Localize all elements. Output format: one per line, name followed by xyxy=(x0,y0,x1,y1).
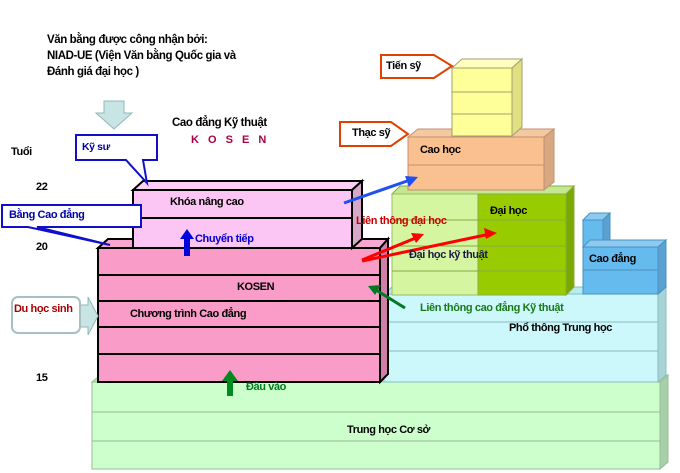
advanced-course-block xyxy=(130,178,365,251)
lower-secondary-label: Trung học Cơ sở xyxy=(347,424,430,436)
college-program-label: Chương trình Cao đẳng xyxy=(130,308,247,320)
university-label: Đại học xyxy=(490,205,527,217)
right-arrow-icon xyxy=(79,296,99,336)
age-tick-15: 15 xyxy=(36,372,48,384)
upper-secondary-label: Phổ thông Trung học xyxy=(509,322,612,334)
arrow-to-graduate-icon xyxy=(343,176,418,205)
engineer-label: Kỹ sư xyxy=(82,141,110,153)
down-arrow-icon xyxy=(94,100,134,130)
header-line-3: Đánh giá đại học ) xyxy=(47,66,139,78)
advanced-course-label: Khóa nâng cao xyxy=(170,196,244,208)
kosen-title: Cao đẳng Kỹ thuật xyxy=(172,117,267,129)
header-line-2: NIAD-UE (Viện Văn bằng Quốc gia và xyxy=(47,50,236,62)
age-tick-22: 22 xyxy=(36,181,48,193)
age-axis-label: Tuổi xyxy=(11,146,32,158)
arrow-technical-articulation-icon xyxy=(368,285,406,310)
associate-degree-label: Bằng Cao đẳng xyxy=(9,209,85,221)
kosen-label: KOSEN xyxy=(237,281,275,293)
university-block xyxy=(390,184,576,297)
graduate-school-block xyxy=(406,127,556,192)
age-tick-20: 20 xyxy=(36,241,48,253)
kosen-subtitle: K O S E N xyxy=(191,134,270,146)
transfer-label: Chuyển tiếp xyxy=(195,233,254,245)
graduate-school-label: Cao học xyxy=(420,144,461,156)
lower-secondary-block xyxy=(90,373,670,471)
entrance-up-arrow-icon xyxy=(222,370,238,396)
junior-college-label: Cao đẳng xyxy=(589,253,636,265)
master-callout xyxy=(339,121,410,147)
doctorate-block xyxy=(450,57,524,138)
arrow-university-articulation-icon xyxy=(361,228,497,263)
international-student-label: Du học sinh xyxy=(14,303,73,315)
international-student-callout xyxy=(11,296,81,334)
university-articulation-label: Liên thông đại học xyxy=(356,215,447,227)
master-label: Thạc sỹ xyxy=(352,127,391,139)
junior-college-block xyxy=(581,211,668,296)
doctorate-callout xyxy=(380,54,454,79)
entrance-label: Đầu vào xyxy=(246,381,286,393)
technical-university-label: Đại học kỹ thuật xyxy=(409,249,488,261)
associate-degree-callout xyxy=(1,204,142,246)
engineer-callout xyxy=(75,134,158,187)
doctorate-label: Tiến sỹ xyxy=(386,60,421,72)
transfer-up-arrow-icon xyxy=(180,229,194,256)
header-line-1: Văn bằng được công nhận bởi: xyxy=(47,34,208,46)
technical-articulation-label: Liên thông cao đẳng Kỹ thuật xyxy=(420,302,564,314)
